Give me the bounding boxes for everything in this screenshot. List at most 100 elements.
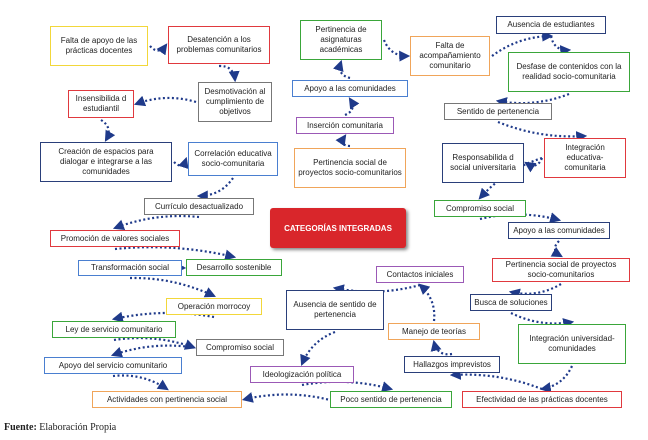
node-busca-soluciones: Busca de soluciones <box>470 294 552 311</box>
connector-apoyo-com-top-to-pertinencia-asig <box>333 59 351 80</box>
node-apoyo-com-top: Apoyo a las comunidades <box>292 80 408 97</box>
connector-pertinencia-asig-to-falta-acomp <box>382 39 411 62</box>
connector-insensibilidad-to-creacion-espacios <box>100 119 116 142</box>
connector-falta-acomp-to-ausencia-est <box>491 30 554 57</box>
connector-busca-soluciones-to-integracion-univ <box>510 312 575 329</box>
node-pert-social-r: Pertinencia social de proyectos socio-co… <box>492 258 630 282</box>
connector-pert-social-top-to-insercion <box>335 134 351 148</box>
node-falta-apoyo: Falta de apoyo de las prácticas docentes <box>50 26 148 66</box>
connector-compromiso-social-r-to-apoyo-com-r <box>479 212 562 224</box>
connector-transformacion-to-operacion-morrocoy <box>129 276 216 298</box>
connector-ideologizacion-to-poco-sentido <box>301 380 394 392</box>
connector-ausencia-sentido-to-ideologizacion <box>300 330 336 367</box>
node-operacion-morrocoy: Operación morrocoy <box>166 298 262 315</box>
node-compromiso-social-l: Compromiso social <box>196 339 284 356</box>
node-responsabilidad: Responsabilida d social universitaria <box>442 143 524 183</box>
node-insercion: Inserción comunitaria <box>296 117 394 134</box>
node-pertinencia-asig: Pertinencia de asignaturas académicas <box>300 20 382 60</box>
node-desfase: Desfase de contenidos con la realidad so… <box>508 52 630 92</box>
node-label: Desfase de contenidos con la realidad so… <box>516 62 622 81</box>
node-insensibilidad: Insensibilida d estudiantil <box>68 90 134 118</box>
node-label: Creación de espacios para dialogar e int… <box>58 147 154 176</box>
node-label: Inserción comunitaria <box>306 120 384 130</box>
source-label: Fuente: <box>4 422 37 433</box>
node-label: Ideologización política <box>262 369 342 379</box>
node-curriculo: Currículo desactualizado <box>144 198 254 215</box>
connector-promocion-valores-to-desarrollo-sostenible <box>114 246 237 261</box>
node-label: Compromiso social <box>445 203 515 213</box>
node-label: Manejo de teorías <box>401 326 467 336</box>
node-label: Pertinencia social de proyectos socio-co… <box>298 158 402 177</box>
node-label: Efectividad de las prácticas docentes <box>476 394 608 404</box>
node-poco-sentido: Poco sentido de pertenencia <box>330 391 452 408</box>
node-actividades-pertinencia: Actividades con pertinencia social <box>92 391 242 408</box>
connector-compromiso-social-l-to-apoyo-servicio <box>110 344 195 358</box>
node-label: Apoyo a las comunidades <box>513 225 605 235</box>
connector-ausencia-est-to-desfase <box>549 35 572 57</box>
node-label: Contactos iniciales <box>386 269 454 279</box>
node-creacion-espacios: Creación de espacios para dialogar e int… <box>40 142 172 182</box>
connector-manejo-teorias-to-contactos <box>418 283 436 322</box>
central-category-banner: CATEGORÍAS INTEGRADAS <box>270 208 406 248</box>
connector-operacion-morrocoy-to-ley-servicio <box>111 311 215 323</box>
connector-ley-servicio-to-compromiso-social-l <box>113 336 197 350</box>
connector-efectividad-to-hallazgos <box>449 368 543 391</box>
connector-apoyo-servicio-to-actividades-pertinencia <box>112 374 169 391</box>
node-label: Desmotivación al cumplimiento de objetiv… <box>204 87 266 116</box>
node-label: Ley de servicio comunitario <box>65 324 163 334</box>
node-correlacion: Correlación educativa socio-comunitaria <box>188 142 278 176</box>
connector-desmotivacion-to-insensibilidad <box>133 95 197 107</box>
node-hallazgos: Hallazgos imprevistos <box>404 356 500 373</box>
node-label: Integración educativa-comunitaria <box>564 143 606 172</box>
node-promocion-valores: Promoción de valores sociales <box>50 230 180 247</box>
node-manejo-teorias: Manejo de teorías <box>388 323 480 340</box>
connector-poco-sentido-to-actividades-pertinencia <box>241 392 329 403</box>
node-label: Ausencia de sentido de pertenencia <box>293 300 377 319</box>
node-label: Desatención a los problemas comunitarios <box>176 35 262 54</box>
node-label: Apoyo del servicio comunitario <box>58 360 168 370</box>
node-label: Falta de acompañamiento comunitario <box>419 41 481 70</box>
node-falta-acomp: Falta de acompañamiento comunitario <box>410 36 490 76</box>
connector-apoyo-com-r-to-pert-social-r <box>550 240 563 258</box>
node-contactos: Contactos iniciales <box>376 266 464 283</box>
connector-creacion-espacios-to-correlacion <box>173 156 189 170</box>
node-label: Hallazgos imprevistos <box>413 359 491 369</box>
node-label: Actividades con pertinencia social <box>106 394 228 404</box>
node-integracion-univ: Integración universidad-comunidades <box>518 324 626 364</box>
node-transformacion: Transformación social <box>78 260 182 276</box>
node-apoyo-com-r: Apoyo a las comunidades <box>508 222 610 239</box>
connector-pert-social-r-to-busca-soluciones <box>508 283 562 300</box>
connector-correlacion-to-curriculo <box>196 177 234 202</box>
node-sentido-pert-r: Sentido de pertenencia <box>444 103 552 120</box>
central-category-label: CATEGORÍAS INTEGRADAS <box>284 223 392 233</box>
connector-curriculo-to-promocion-valores <box>112 214 200 231</box>
node-ausencia-sentido: Ausencia de sentido de pertenencia <box>286 290 384 330</box>
connector-sentido-pert-r-to-integracion-edu <box>497 120 588 143</box>
node-efectividad: Efectividad de las prácticas docentes <box>462 391 622 408</box>
connector-contactos-to-ausencia-sentido <box>332 283 421 296</box>
source-text: Elaboración Propia <box>39 422 117 433</box>
node-label: Insensibilida d estudiantil <box>75 94 127 113</box>
connector-insercion-to-apoyo-com-top <box>344 97 360 117</box>
node-compromiso-social-r: Compromiso social <box>434 200 526 217</box>
node-label: Falta de apoyo de las prácticas docentes <box>60 36 138 55</box>
node-label: Responsabilida d social universitaria <box>450 153 516 172</box>
connector-hallazgos-to-manejo-teorias <box>430 339 453 356</box>
node-apoyo-servicio: Apoyo del servicio comunitario <box>44 357 182 374</box>
node-label: Ausencia de estudiantes <box>507 20 595 29</box>
node-label: Poco sentido de pertenencia <box>340 394 442 404</box>
node-label: Currículo desactualizado <box>154 201 244 211</box>
figure-source-note: Fuente: Elaboración Propia <box>4 422 116 433</box>
connector-integracion-univ-to-efectividad <box>539 365 573 393</box>
node-label: Integración universidad-comunidades <box>529 334 615 353</box>
node-label: Correlación educativa socio-comunitaria <box>194 149 272 168</box>
connector-desfase-to-sentido-pert-r <box>495 92 570 108</box>
node-ley-servicio: Ley de servicio comunitario <box>52 321 176 338</box>
node-label: Compromiso social <box>205 342 275 352</box>
node-label: Sentido de pertenencia <box>456 106 540 116</box>
node-label: Transformación social <box>91 263 169 272</box>
node-label: Desarrollo sostenible <box>196 262 272 272</box>
node-desatencion: Desatención a los problemas comunitarios <box>168 26 270 64</box>
connector-falta-apoyo-to-desatencion <box>149 43 168 56</box>
node-label: Busca de soluciones <box>474 297 548 307</box>
